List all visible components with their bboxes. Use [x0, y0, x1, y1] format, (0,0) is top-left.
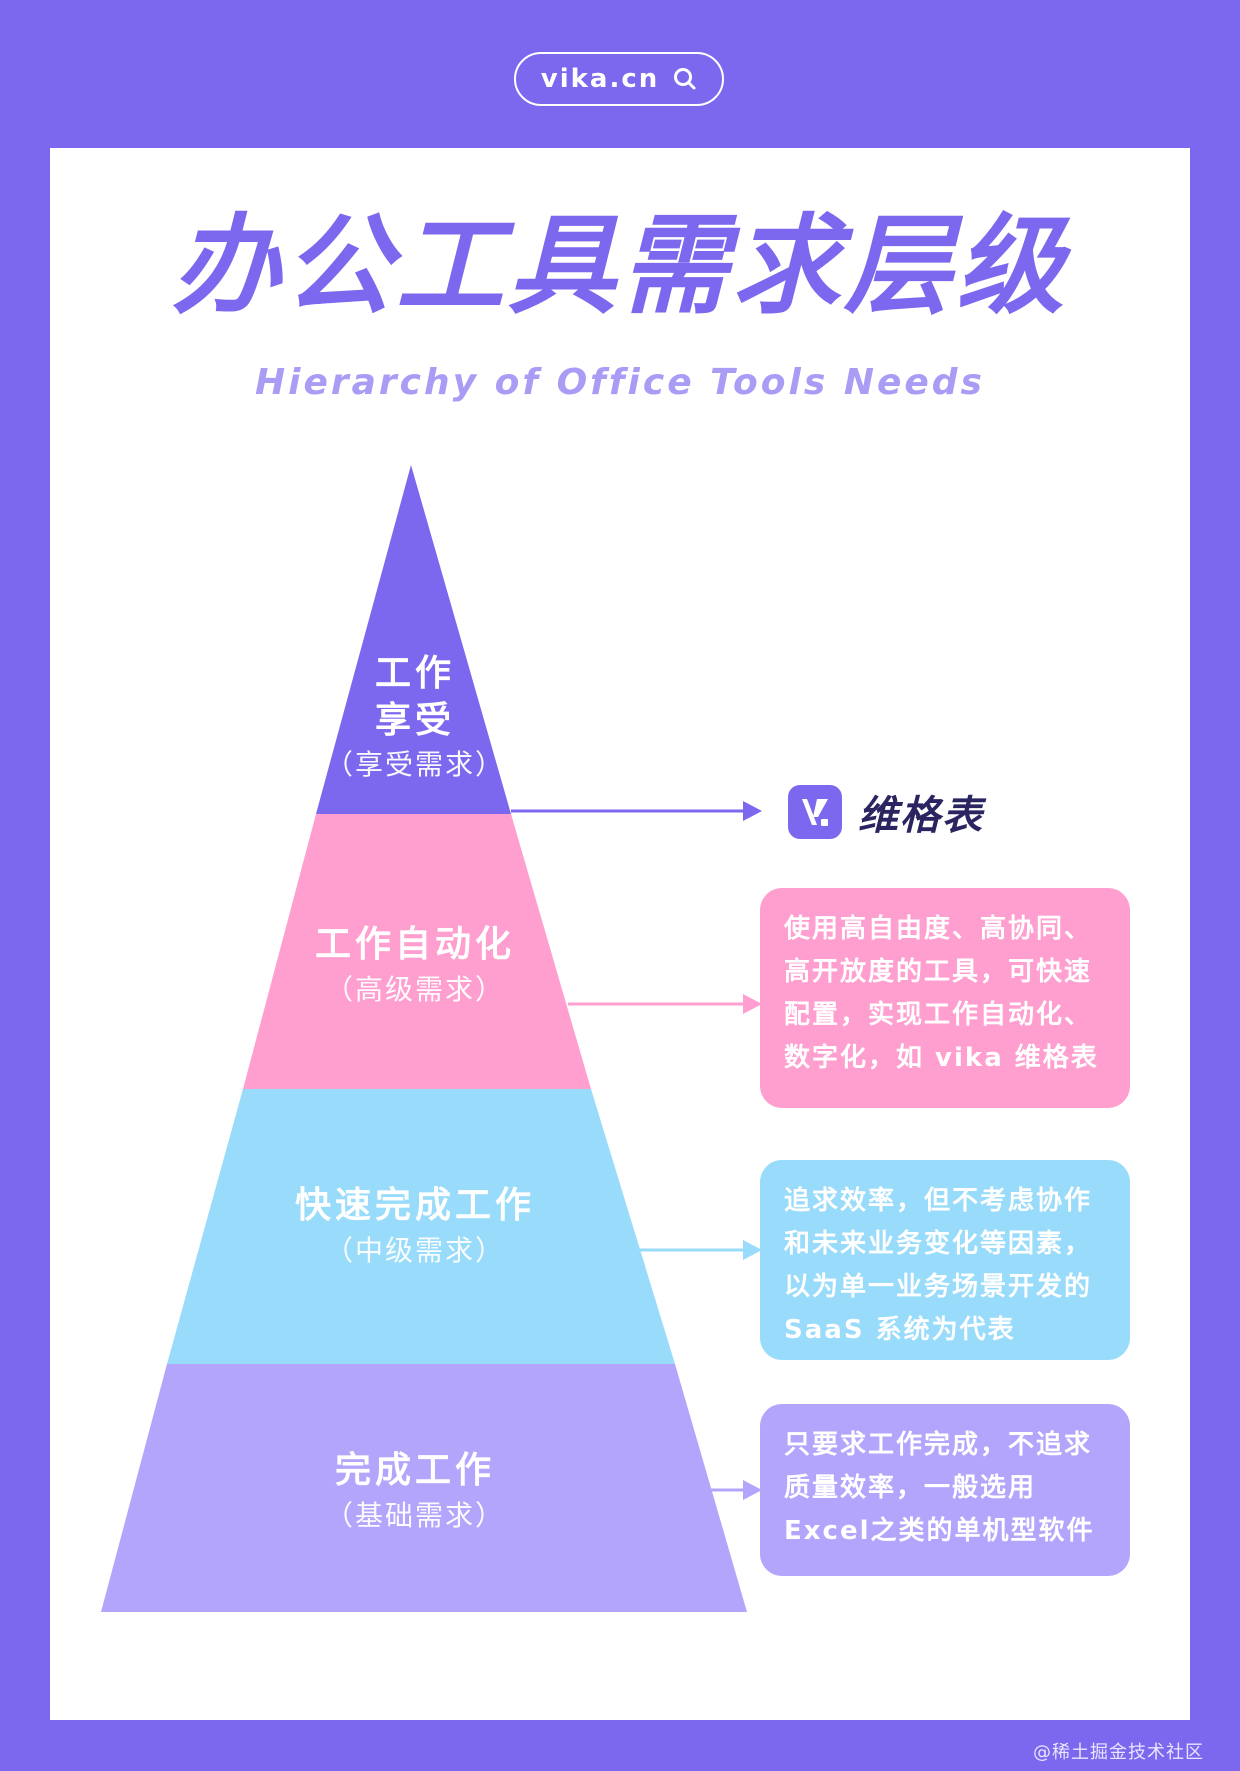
tier-automation-label: 工作自动化 （高级需求） — [215, 922, 615, 1011]
tier-fast-sub: （中级需求） — [324, 1233, 505, 1267]
tier-enjoy-shape — [316, 465, 511, 814]
tier-automation-title: 工作自动化 — [314, 924, 515, 965]
desc-basic: 只要求工作完成，不追求质量效率，一般选用 Excel之类的单机型软件 — [760, 1404, 1130, 1576]
page-title: 办公工具需求层级 — [171, 204, 1068, 329]
tier-enjoy-sub: （享受需求） — [324, 748, 505, 781]
vika-logo-icon — [788, 785, 842, 839]
arrow-automation — [568, 994, 762, 1014]
tier-basic-title: 完成工作 — [334, 1450, 495, 1491]
tier-basic-sub: （基础需求） — [324, 1498, 505, 1532]
url-pill[interactable]: vika.cn — [514, 52, 724, 106]
watermark: @稀土掘金技术社区 — [1033, 1742, 1204, 1763]
url-text: vika.cn — [540, 64, 660, 94]
desc-fast: 追求效率，但不考虑协作和未来业务变化等因素，以为单一业务场景开发的 SaaS 系… — [760, 1160, 1130, 1360]
arrow-enjoy — [511, 801, 762, 821]
tier-fast-shape — [167, 1089, 675, 1364]
tier-fast-title: 快速完成工作 — [294, 1185, 535, 1226]
tier-basic-label: 完成工作 （基础需求） — [215, 1448, 615, 1537]
tier-enjoy-title: 工作 享受 — [374, 653, 455, 741]
search-icon — [673, 67, 697, 91]
desc-automation: 使用高自由度、高协同、高开放度的工具，可快速配置，实现工作自动化、数字化，如 v… — [760, 888, 1130, 1108]
tier-automation-shape — [243, 814, 591, 1089]
tier-basic-shape — [101, 1364, 747, 1612]
arrow-basic — [711, 1480, 762, 1500]
brand-block: 维格表 — [788, 784, 984, 840]
tier-fast-label: 快速完成工作 （中级需求） — [215, 1183, 615, 1272]
page-subtitle: Hierarchy of Office Tools Needs — [255, 362, 985, 403]
tier-automation-sub: （高级需求） — [324, 972, 505, 1006]
arrow-fast — [640, 1240, 762, 1260]
brand-name: 维格表 — [858, 793, 984, 839]
tier-enjoy-label: 工作 享受 （享受需求） — [215, 650, 615, 786]
